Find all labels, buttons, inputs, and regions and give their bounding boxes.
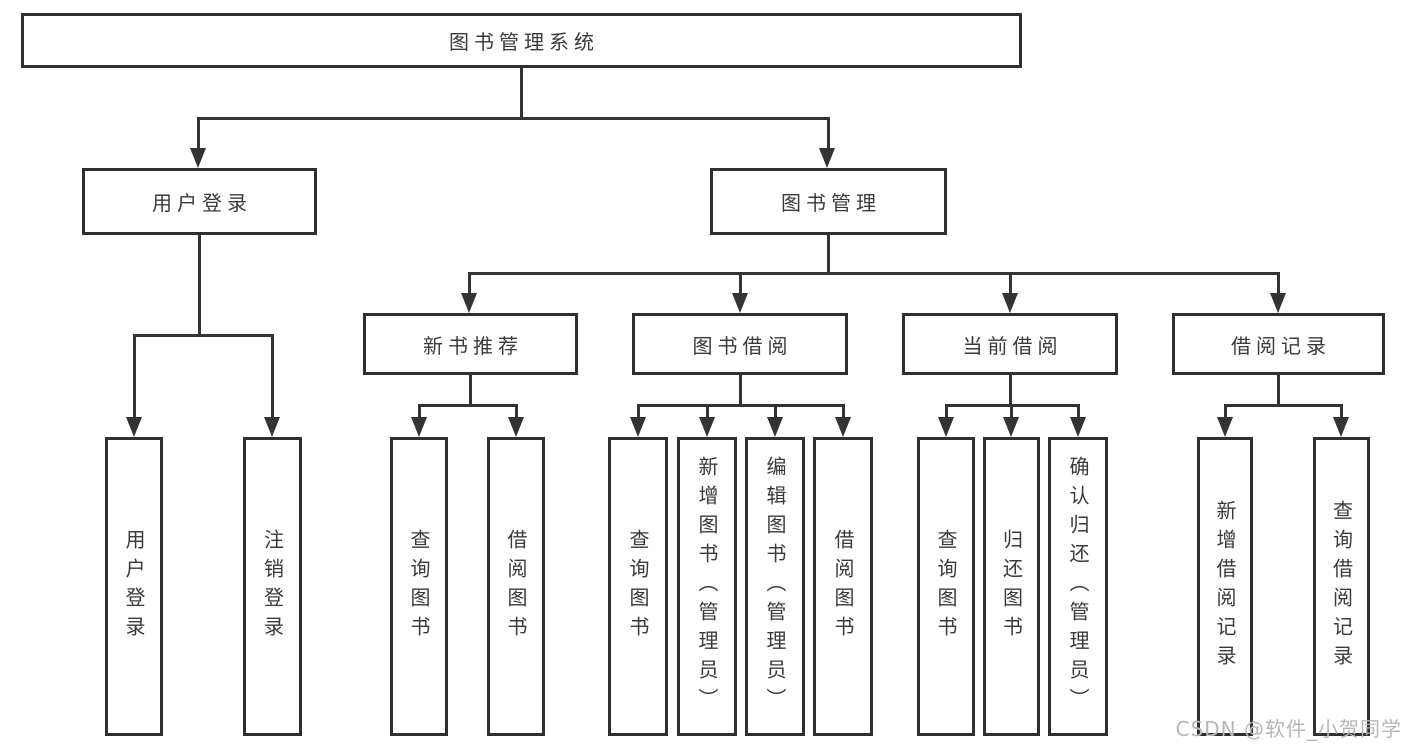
arrow-down-icon (508, 417, 524, 437)
leaf-records-query-record: 查询借阅记录 (1313, 437, 1370, 736)
arrow-down-icon (190, 148, 206, 168)
node-book-borrowing: 图书借阅 (632, 313, 848, 375)
connector-line (1277, 375, 1280, 407)
connector-line (827, 235, 830, 275)
arrow-down-icon (938, 417, 954, 437)
arrow-down-icon (1070, 417, 1086, 437)
connector-line (133, 334, 136, 418)
node-borrowing-records: 借阅记录 (1172, 313, 1385, 375)
connector-line (1277, 272, 1280, 294)
connector-line (637, 404, 845, 407)
csdn-watermark: CSDN @软件_小贺同学 (1175, 717, 1402, 741)
connector-line (1009, 375, 1012, 407)
arrow-down-icon (1002, 293, 1018, 313)
arrow-down-icon (819, 148, 835, 168)
connector-line (1224, 404, 1227, 418)
arrow-down-icon (630, 417, 646, 437)
connector-line (197, 117, 200, 149)
connector-line (945, 404, 948, 418)
connector-line (197, 117, 830, 120)
connector-line (133, 334, 274, 337)
connector-line (1077, 404, 1080, 418)
connector-line (520, 68, 523, 118)
node-current-borrowing: 当前借阅 (902, 313, 1118, 375)
leaf-newbook-query-books: 查询图书 (390, 437, 448, 736)
connector-line (469, 375, 472, 407)
node-new-book-recommendation: 新书推荐 (363, 313, 578, 375)
arrow-down-icon (767, 417, 783, 437)
leaf-current-return-books: 归还图书 (983, 437, 1040, 736)
arrow-down-icon (1270, 293, 1286, 313)
connector-line (827, 117, 830, 149)
leaf-borrow-borrow-books: 借阅图书 (813, 437, 873, 736)
connector-line (706, 404, 709, 418)
connector-line (198, 235, 201, 336)
arrow-down-icon (1333, 417, 1349, 437)
arrow-down-icon (461, 293, 477, 313)
connector-line (1224, 404, 1343, 407)
leaf-logout: 注销登录 (243, 437, 302, 736)
arrow-down-icon (1003, 417, 1019, 437)
leaf-borrow-edit-books-admin: 编辑图书（管理员） (745, 437, 805, 736)
node-book-management-system: 图书管理系统 (21, 13, 1022, 68)
connector-line (271, 334, 274, 418)
arrow-down-icon (1217, 417, 1233, 437)
connector-line (468, 272, 471, 294)
connector-line (1340, 404, 1343, 418)
connector-line (774, 404, 777, 418)
arrow-down-icon (126, 417, 142, 437)
leaf-records-add-record: 新增借阅记录 (1197, 437, 1253, 736)
arrow-down-icon (264, 417, 280, 437)
leaf-current-confirm-return-admin: 确认归还（管理员） (1048, 437, 1108, 736)
leaf-borrow-query-books: 查询图书 (608, 437, 668, 736)
connector-line (739, 272, 742, 294)
connector-line (1010, 404, 1013, 418)
connector-line (515, 404, 518, 418)
connector-line (637, 404, 640, 418)
connector-line (418, 404, 421, 418)
node-book-management: 图书管理 (710, 168, 947, 235)
leaf-borrow-add-books-admin: 新增图书（管理员） (677, 437, 737, 736)
leaf-user-login: 用户登录 (105, 437, 163, 736)
arrow-down-icon (699, 417, 715, 437)
connector-line (739, 375, 742, 407)
arrow-down-icon (835, 417, 851, 437)
leaf-newbook-borrow-books: 借阅图书 (487, 437, 545, 736)
node-user-login: 用户登录 (82, 168, 317, 235)
connector-line (418, 404, 518, 407)
connector-line (1009, 272, 1012, 294)
connector-line (468, 272, 1280, 275)
arrow-down-icon (732, 293, 748, 313)
leaf-current-query-books: 查询图书 (917, 437, 975, 736)
connector-line (842, 404, 845, 418)
arrow-down-icon (411, 417, 427, 437)
